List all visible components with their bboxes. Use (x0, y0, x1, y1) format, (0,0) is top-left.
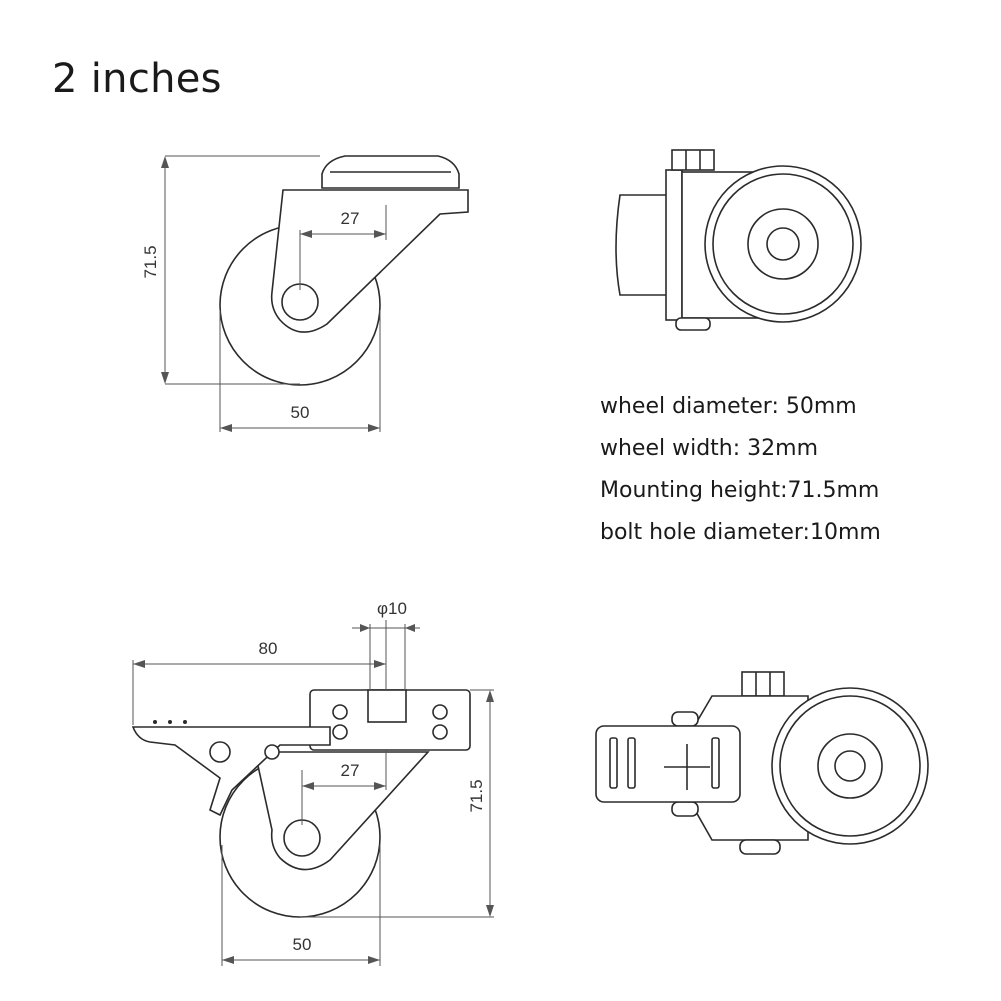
hole-label: φ10 (377, 599, 407, 618)
bolt-nut (675, 317, 711, 331)
pad-rib (609, 737, 618, 789)
pad-rib (711, 737, 720, 789)
pedal-hinge (671, 711, 699, 727)
wheel-tread (615, 194, 676, 296)
pedal-spring (264, 744, 280, 760)
bearing-ball (432, 724, 448, 740)
pedal-dot (183, 720, 187, 724)
arrow-head (161, 156, 169, 168)
arrow-head (368, 956, 380, 964)
bolt-socket (367, 689, 407, 723)
arrow-head (374, 782, 386, 790)
pedal-dot (168, 720, 172, 724)
bolt-nut (739, 839, 781, 855)
pedal-pivot (209, 741, 231, 763)
arrow-head (161, 372, 169, 384)
spec-mounting-height: Mounting height:71.5mm (600, 478, 880, 503)
arrow-head (302, 782, 314, 790)
bearing-ball (332, 724, 348, 740)
top-view-brake-caster (595, 671, 929, 855)
arrow-head (486, 690, 494, 702)
spec-bolt-hole-diameter: bolt hole diameter:10mm (600, 520, 881, 545)
arrow-head (300, 230, 312, 238)
side-view-caster: 71.5 27 50 (141, 155, 469, 432)
arrow-head (486, 905, 494, 917)
arrow-head (368, 424, 380, 432)
side-view-brake-caster: 80 φ10 27 71.5 (131, 599, 494, 966)
hub-axle (834, 750, 866, 782)
spec-wheel-diameter: wheel diameter: 50mm (600, 394, 857, 419)
bearing-ball (332, 704, 348, 720)
axle-hole (283, 819, 321, 857)
diameter-label: 50 (293, 935, 312, 954)
bolt-head (671, 149, 715, 171)
spec-list: wheel diameter: 50mm wheel width: 32mm M… (600, 386, 881, 554)
hub-axle (766, 227, 800, 261)
height-label: 71.5 (141, 245, 160, 278)
pad-rib (627, 737, 636, 789)
length-label: 80 (259, 639, 278, 658)
arrow-head (374, 230, 386, 238)
page-title: 2 inches (52, 56, 222, 102)
arrow-head (405, 624, 415, 632)
bolt-head (741, 671, 785, 697)
fork-bracket (270, 189, 469, 333)
height-label: 71.5 (467, 779, 486, 812)
diameter-label: 50 (291, 403, 310, 422)
pedal-hinge (671, 801, 699, 817)
offset-label: 27 (341, 209, 360, 228)
top-view-caster (615, 149, 862, 331)
bearing-ball (432, 704, 448, 720)
arrow-head (360, 624, 370, 632)
arrow-head (222, 956, 234, 964)
bracket-plate (665, 169, 683, 321)
spec-wheel-width: wheel width: 32mm (600, 436, 819, 461)
pedal-dot (153, 720, 157, 724)
arrow-head (374, 660, 386, 668)
arrow-head (220, 424, 232, 432)
arrow-head (133, 660, 145, 668)
offset-label: 27 (341, 761, 360, 780)
